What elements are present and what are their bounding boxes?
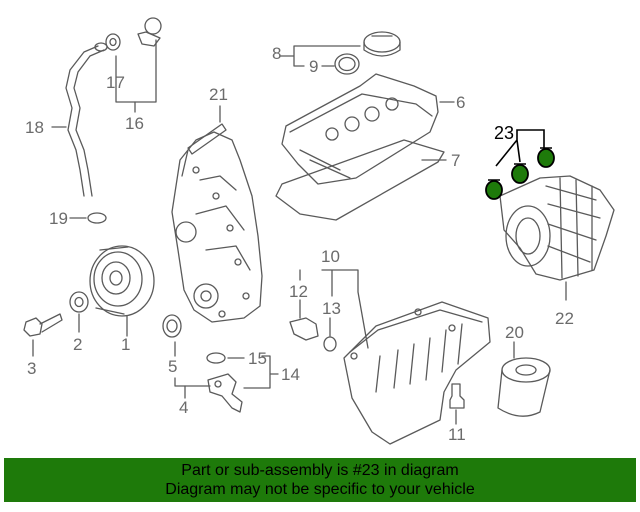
callout-4[interactable]: 4 [179,398,189,417]
gasket-13-part [323,336,337,352]
breather-21-part [181,123,227,177]
valve-cover-part [281,73,439,185]
callout-17[interactable]: 17 [106,73,125,92]
callout-6[interactable]: 6 [456,93,466,112]
gasket-9-part [334,53,360,75]
intake-manifold-part [499,175,615,281]
gasket-15-part [206,352,226,364]
sensor-14-part [207,373,243,413]
timing-cover-part [171,131,263,323]
callout-21[interactable]: 21 [209,85,228,104]
oil-filter-part [497,357,551,417]
crankshaft-pulley-part [89,245,155,317]
callout-14[interactable]: 14 [281,365,300,384]
callout-8[interactable]: 8 [272,44,282,63]
callout-5[interactable]: 5 [168,357,178,376]
bolt-3-part [23,313,63,337]
intake-gasket-23-part [485,129,555,200]
dipstick-cap-16-part [137,17,162,47]
gasket-19-part [87,212,107,224]
callout-13[interactable]: 13 [322,299,341,318]
banner-line-2: Diagram may not be specific to your vehi… [165,481,475,498]
sensor-12-part [289,317,319,341]
washer-2-part [69,291,89,313]
callout-18[interactable]: 18 [25,118,44,137]
callout-3[interactable]: 3 [27,359,37,378]
callout-10[interactable]: 10 [321,247,340,266]
oil-seal-5-part [162,314,182,338]
callout-7[interactable]: 7 [451,151,461,170]
info-banner: Part or sub-assembly is #23 in diagram D… [4,458,636,502]
callout-23[interactable]: 23 [494,123,515,143]
callout-1[interactable]: 1 [121,335,131,354]
callout-19[interactable]: 19 [49,209,68,228]
drain-bolt-part [449,383,465,409]
callout-22[interactable]: 22 [555,309,574,328]
dipstick-tube-part [65,42,108,197]
callout-16[interactable]: 16 [125,114,144,133]
valve-cover-gasket-part [275,139,445,221]
washer-17-part [105,33,121,51]
callout-12[interactable]: 12 [289,282,308,301]
callout-9[interactable]: 9 [309,57,319,76]
oil-pan-part [343,301,491,445]
banner-line-1: Part or sub-assembly is #23 in diagram [181,462,459,479]
callout-11[interactable]: 11 [448,425,466,444]
oil-filler-cap-part [363,31,401,57]
callout-20[interactable]: 20 [505,323,524,342]
callout-2[interactable]: 2 [73,335,83,354]
callout-15[interactable]: 15 [248,349,267,368]
